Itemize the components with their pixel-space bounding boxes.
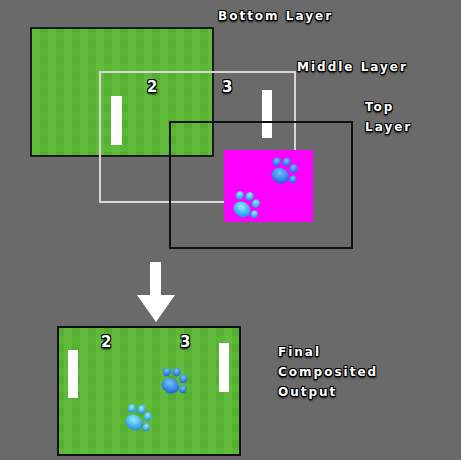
paw-print <box>265 152 303 189</box>
final-output <box>58 327 240 455</box>
paddle <box>219 343 229 392</box>
paw-print <box>119 399 158 437</box>
score-number: 3 <box>222 79 232 95</box>
score-number: 3 <box>180 334 190 350</box>
top-layer <box>170 122 352 248</box>
paw-print <box>155 362 193 399</box>
paddle <box>111 96 122 145</box>
paddle <box>262 90 272 138</box>
paddle <box>68 350 78 398</box>
paw-print <box>227 186 266 224</box>
layer-title: Middle Layer <box>297 57 408 77</box>
bottom-layer <box>31 28 213 156</box>
down-arrow <box>137 295 175 322</box>
layer-title: Top Layer <box>365 97 412 137</box>
output-title: Final Composited Output <box>278 342 378 402</box>
layer-title: Bottom Layer <box>218 6 333 26</box>
down-arrow <box>150 262 161 296</box>
score-number: 2 <box>101 334 111 350</box>
score-number: 2 <box>147 79 157 95</box>
